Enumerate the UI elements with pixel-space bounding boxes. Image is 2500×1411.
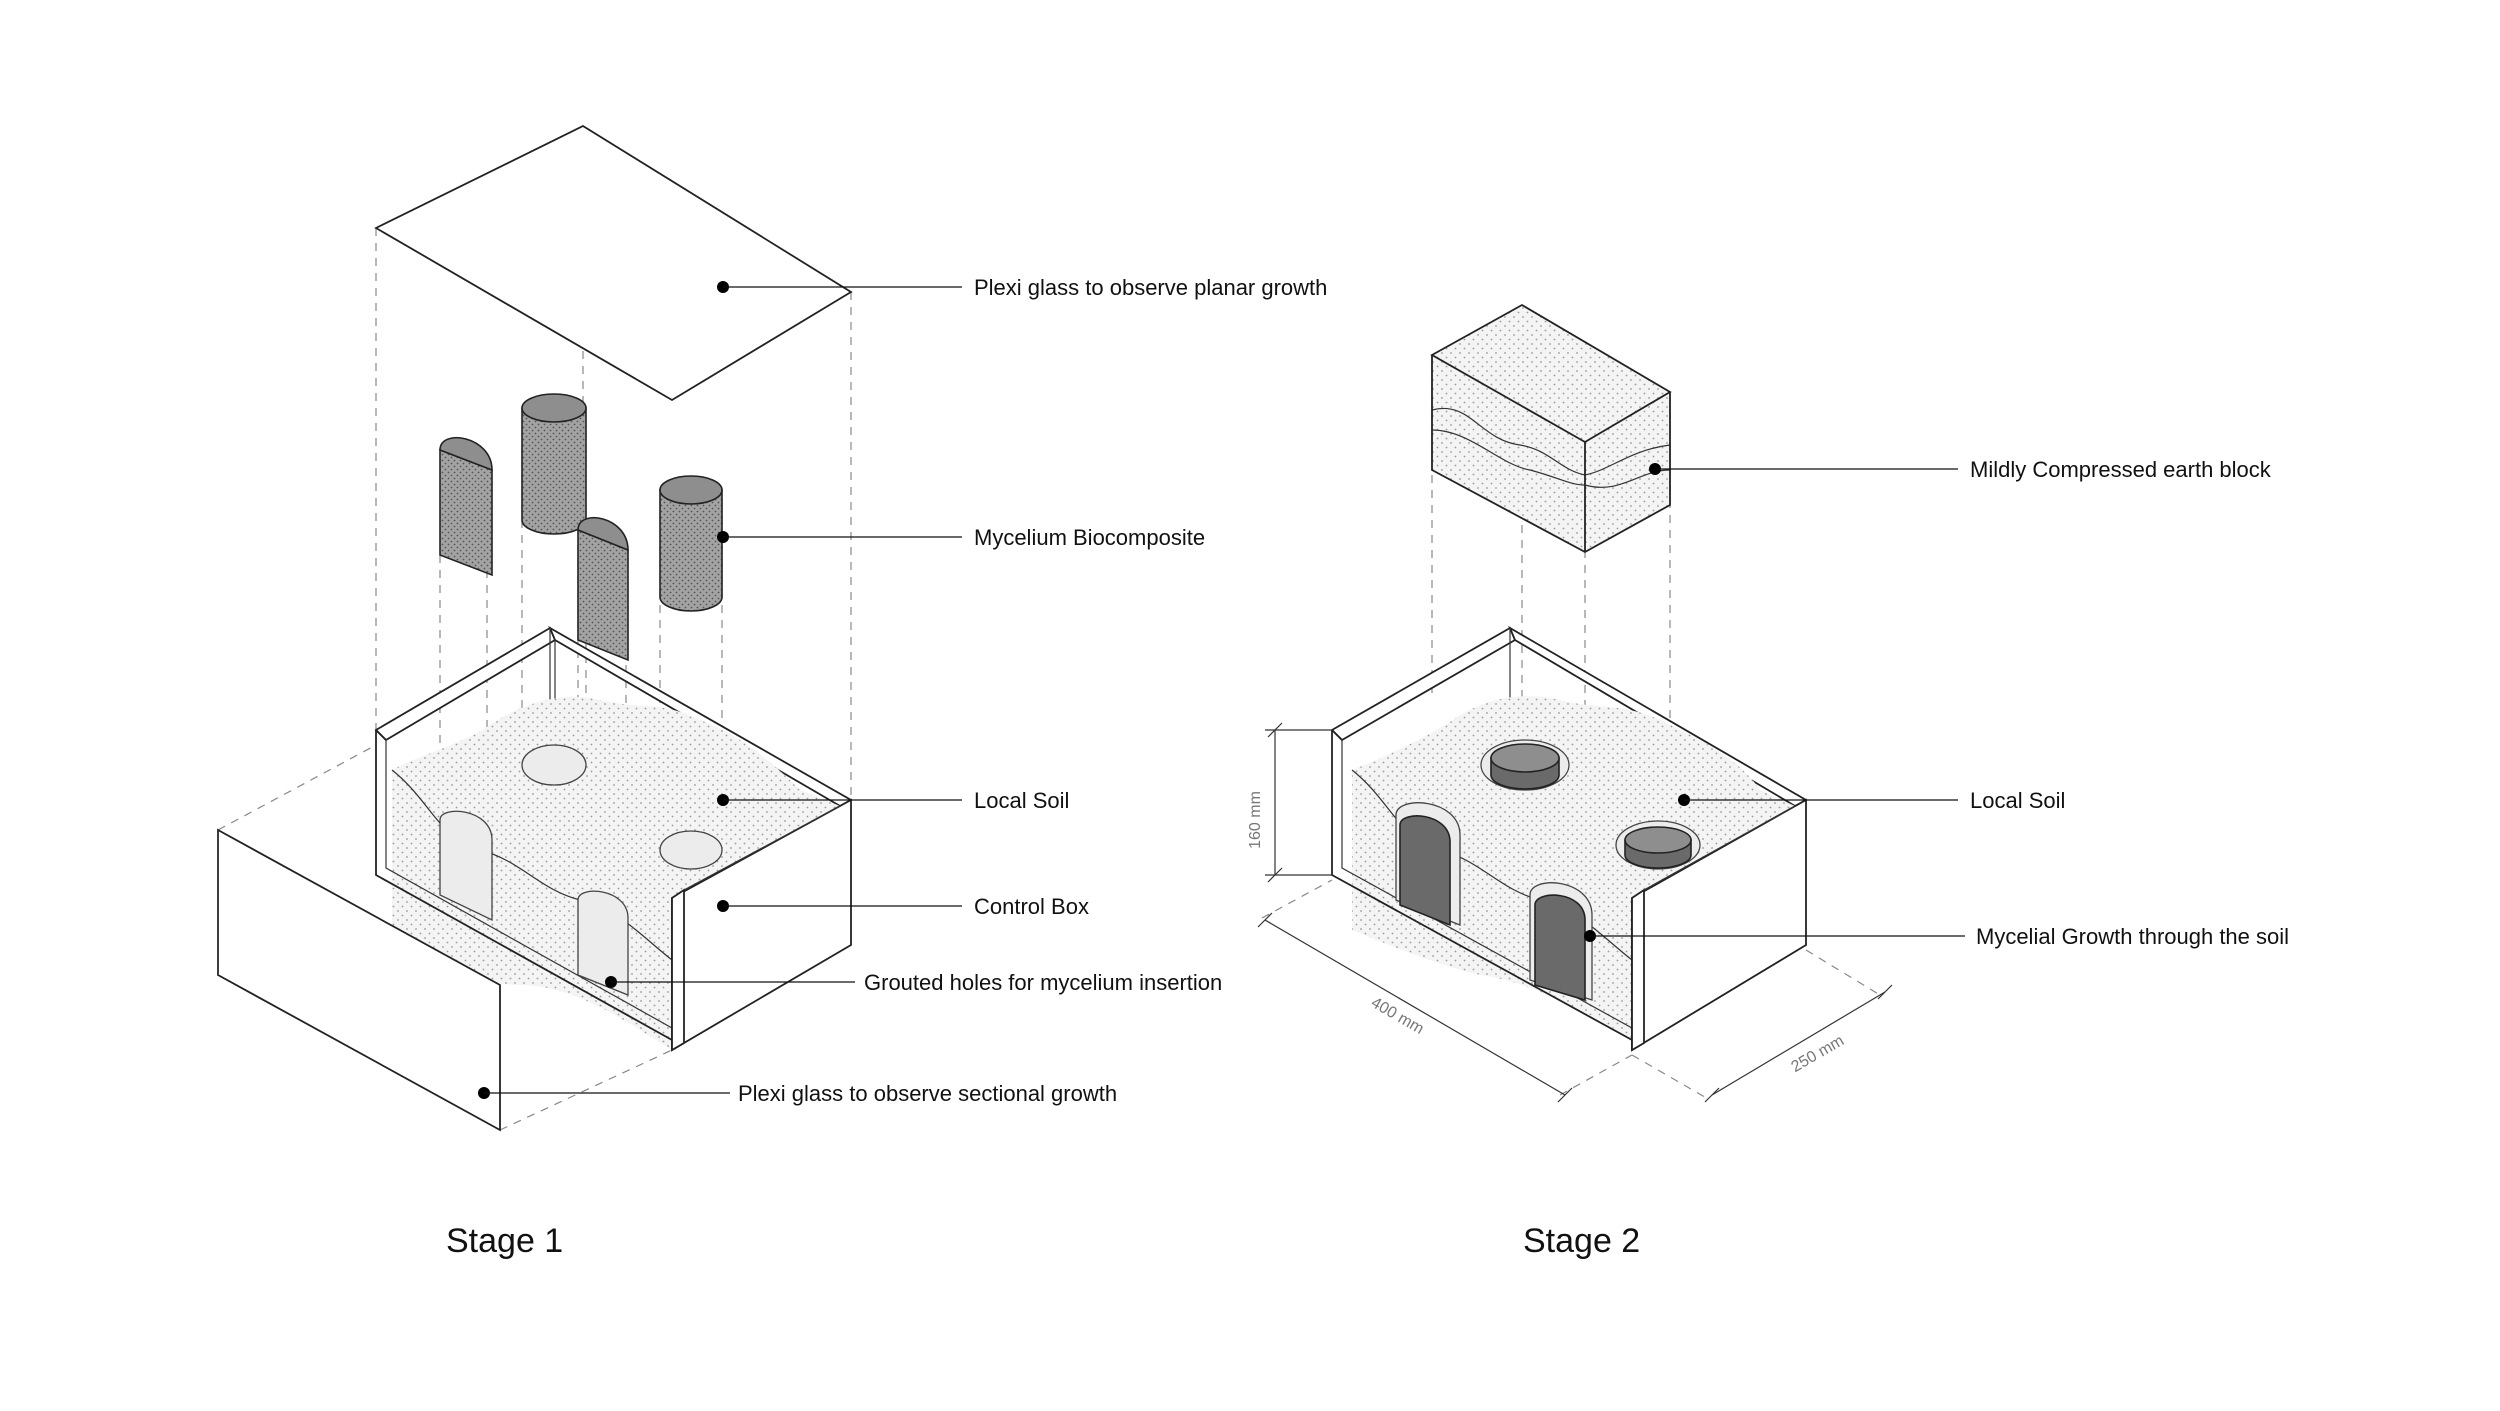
- stage1-title: Stage 1: [446, 1222, 563, 1260]
- stage1-drawing: Plexi glass to observe planar growth Myc…: [217, 124, 1327, 1260]
- dimension-width: 250 mm: [1788, 1032, 1847, 1076]
- label-control-box: Control Box: [974, 894, 1089, 919]
- stage2-projection-lines: [1431, 355, 1671, 800]
- plexi-top-panel: [374, 124, 853, 402]
- label-local-soil-2: Local Soil: [1970, 788, 2065, 813]
- label-local-soil-1: Local Soil: [974, 788, 1069, 813]
- stage1-leaders: [478, 281, 962, 1099]
- dimension-height: 160 mm: [1247, 791, 1264, 849]
- label-plexi-side: Plexi glass to observe sectional growth: [738, 1081, 1117, 1106]
- stage2-box: [1330, 625, 1808, 1052]
- control-box: [374, 625, 853, 1052]
- stage2-title: Stage 2: [1523, 1222, 1640, 1260]
- label-mycelium-biocomposite: Mycelium Biocomposite: [974, 525, 1205, 550]
- compressed-earth-block: [1430, 303, 1672, 554]
- label-plexi-top: Plexi glass to observe planar growth: [974, 275, 1327, 300]
- dimension-length: 400 mm: [1368, 994, 1427, 1038]
- stage2-leaders: [1584, 463, 1965, 942]
- mycelium-cylinders: [439, 393, 723, 662]
- label-grouted-holes: Grouted holes for mycelium insertion: [864, 970, 1222, 995]
- local-soil-fill: [392, 696, 840, 1050]
- label-mycelial-growth: Mycelial Growth through the soil: [1976, 924, 2289, 949]
- stage2-drawing: 160 mm 400 mm 250 mm Mildly Compressed e…: [1247, 303, 2289, 1260]
- label-earth-block: Mildly Compressed earth block: [1970, 457, 2272, 482]
